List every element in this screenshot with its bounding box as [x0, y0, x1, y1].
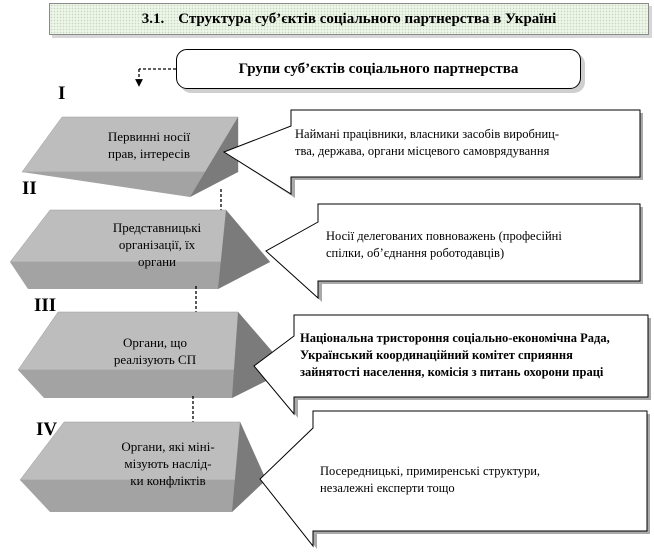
title-box: 3.1. Структура суб’єктів соціального пар…	[49, 3, 649, 35]
prism-label-line: прав, інтересів	[108, 146, 190, 161]
prism-level-1	[21, 116, 239, 197]
desc-level-4: Посередницькі, примиренські структури, н…	[320, 463, 638, 497]
desc-line: Носії делегованих повноважень (професійн…	[326, 229, 562, 243]
prism-label-line: ки конфліктів	[130, 473, 206, 488]
prism-label-line: організації, їх	[118, 237, 196, 252]
desc-line: Посередницькі, примиренські структури,	[320, 464, 541, 478]
roman-level-2: II	[22, 178, 37, 199]
prism-level-2	[9, 209, 271, 289]
arrow-callout-level-2	[265, 203, 643, 302]
prism-label-level-4: Органи, які міні- мізують наслід- ки кон…	[88, 438, 248, 489]
desc-level-2: Носії делегованих повноважень (професійн…	[326, 228, 626, 262]
desc-line: тва, держава, органи місцевого самовряду…	[295, 144, 550, 158]
desc-line: Український координаційний комітет сприя…	[300, 348, 573, 362]
arrow-callout-level-4	[259, 410, 650, 549]
desc-line: Національна тристороння соціально-економ…	[300, 331, 610, 345]
roman-level-3: III	[34, 295, 57, 316]
prism-label-line: Органи, що	[123, 335, 187, 350]
desc-line: незалежні експерти тощо	[320, 481, 455, 495]
groups-header: Групи суб’єктів соціального партнерства	[176, 49, 581, 89]
desc-line: зайнятості населення, комісія з питань о…	[300, 365, 604, 379]
prism-label-line: Первинні носії	[107, 129, 191, 144]
prism-label-level-1: Первинні носії прав, інтересів	[74, 128, 224, 162]
prism-label-level-2: Представницькі організації, їх органи	[82, 219, 232, 270]
connector-header-to-level-1	[135, 68, 176, 87]
desc-level-1: Наймані працівники, власники засобів вир…	[295, 126, 631, 160]
roman-level-1: I	[58, 83, 66, 104]
prism-label-line: мізують наслід-	[124, 456, 212, 471]
prism-label-line: реалізують СП	[113, 352, 197, 367]
arrow-callout-level-1	[222, 109, 643, 198]
desc-level-3: Національна тристороння соціально-економ…	[300, 330, 644, 381]
roman-level-4: IV	[36, 419, 58, 440]
desc-line: спілки, об’єднання роботодавців)	[326, 246, 505, 260]
desc-line: Наймані працівники, власники засобів вир…	[295, 127, 560, 141]
prism-label-line: Представницькі	[112, 220, 202, 235]
title-number: 3.1.	[141, 10, 165, 27]
prism-label-line: Органи, які міні-	[121, 439, 215, 454]
groups-header-text: Групи суб’єктів соціального партнерства	[238, 60, 519, 77]
title-text: Структура суб’єктів соціального партнерс…	[178, 10, 557, 27]
arrow-callout-level-3	[253, 314, 651, 418]
prism-label-line: органи	[137, 254, 177, 269]
prism-level-3	[17, 311, 289, 398]
prism-label-level-3: Органи, що реалізують СП	[80, 334, 230, 368]
